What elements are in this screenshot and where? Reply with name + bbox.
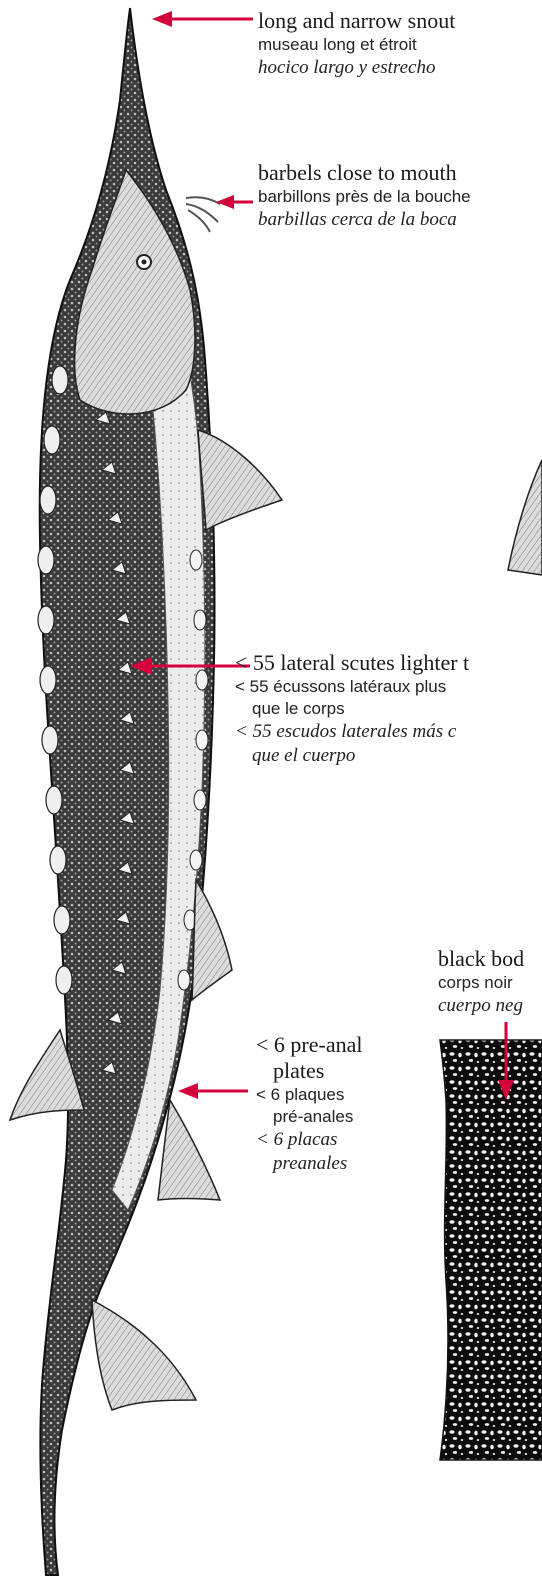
black-body-inset xyxy=(440,1040,542,1460)
snout-en: long and narrow snout xyxy=(258,8,455,34)
scutes-es-1: < 55 escudos laterales más c xyxy=(235,720,469,744)
body-fr: corps noir xyxy=(438,972,524,994)
preanal-en-2: plates xyxy=(256,1058,362,1084)
scutes-en: < 55 lateral scutes lighter t xyxy=(235,650,469,676)
preanal-fr-1: < 6 plaques xyxy=(256,1084,362,1106)
scutes-fr-2: que le corps xyxy=(235,698,469,720)
preanal-en-1: < 6 pre-anal xyxy=(256,1032,362,1058)
preanal-es-1: < 6 placas xyxy=(256,1128,362,1152)
label-preanal-plates: < 6 pre-anal plates < 6 plaques pré-anal… xyxy=(256,1032,362,1176)
arrow-preanal xyxy=(178,1083,248,1099)
pelvic-fin xyxy=(192,880,232,1000)
tail-fin xyxy=(92,1300,196,1410)
barbels-fr: barbillons près de la bouche xyxy=(258,186,471,208)
preanal-fr-2: pré-anales xyxy=(256,1106,362,1128)
fish-barbels xyxy=(186,197,220,232)
barbels-en: barbels close to mouth xyxy=(258,160,471,186)
anal-fin xyxy=(158,1100,220,1200)
label-snout: long and narrow snout museau long et étr… xyxy=(258,8,455,80)
label-lateral-scutes: < 55 lateral scutes lighter t < 55 écuss… xyxy=(235,650,469,768)
label-black-body: black bod corps noir cuerpo neg xyxy=(438,946,524,1018)
arrow-snout xyxy=(152,11,253,27)
barbels-es: barbillas cerca de la boca xyxy=(258,208,471,232)
label-barbels: barbels close to mouth barbillons près d… xyxy=(258,160,471,232)
body-es: cuerpo neg xyxy=(438,994,524,1018)
snout-fr: museau long et étroit xyxy=(258,34,455,56)
inset-fin-partial xyxy=(508,460,542,575)
fish-head xyxy=(75,170,195,414)
pectoral-fin xyxy=(198,430,282,530)
preanal-es-2: preanales xyxy=(256,1152,362,1176)
arrow-barbels xyxy=(216,195,253,209)
body-en: black bod xyxy=(438,946,524,972)
scutes-fr-1: < 55 écussons latéraux plus xyxy=(235,676,469,698)
scutes-es-2: que el cuerpo xyxy=(235,744,469,768)
snout-es: hocico largo y estrecho xyxy=(258,56,455,80)
